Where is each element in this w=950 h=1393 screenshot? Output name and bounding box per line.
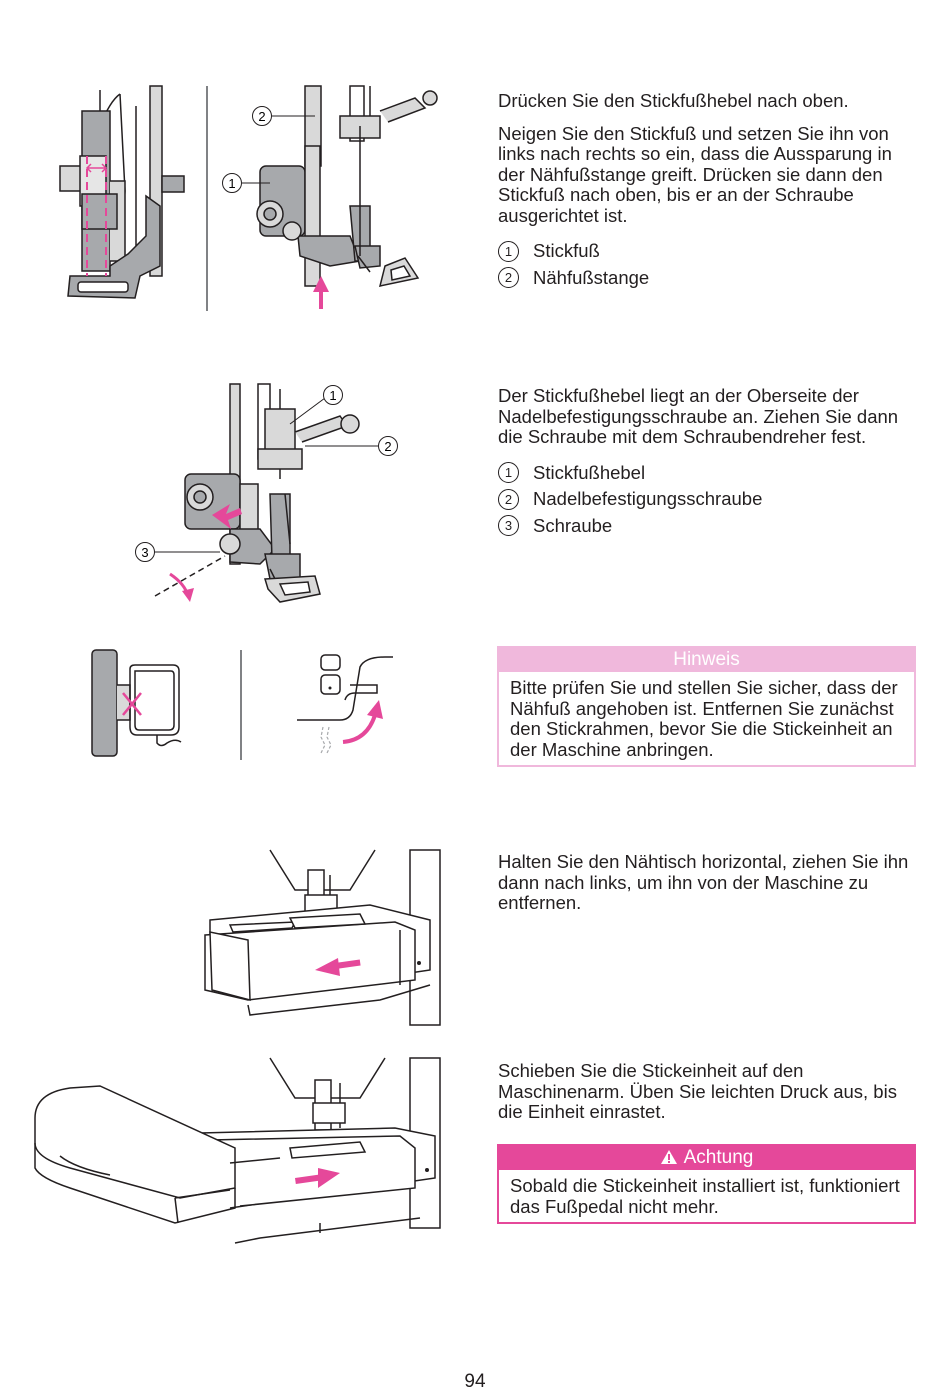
legend-number: 1 bbox=[498, 240, 519, 262]
legend-number: 1 bbox=[498, 462, 519, 484]
figure-attach-embroidery-unit bbox=[34, 1057, 441, 1244]
section-1-legend: 1 Stickfuß 2 Nähfußstange bbox=[498, 238, 918, 291]
callout-2 bbox=[378, 436, 398, 456]
legend-number: 3 bbox=[498, 515, 519, 537]
callout-1-label: 1 bbox=[228, 176, 235, 191]
callout-3-label: 3 bbox=[141, 545, 148, 560]
legend-label: Nadelbefestigungsschraube bbox=[533, 488, 763, 509]
legend-number: 2 bbox=[498, 488, 519, 510]
section-4-paragraph-1: Schieben Sie die Stickeinheit auf den Ma… bbox=[498, 1060, 897, 1122]
legend-label: Stickfußhebel bbox=[533, 461, 646, 483]
note-box: Hinweis Bitte prüfen Sie und stellen Sie… bbox=[497, 646, 916, 767]
legend-number: 2 bbox=[498, 267, 519, 289]
figure-hoop-removed bbox=[91, 649, 393, 760]
section-4-text: Schieben Sie die Stickeinheit auf den Ma… bbox=[498, 1060, 918, 1135]
page-number: 94 bbox=[464, 1371, 486, 1392]
legend-item: 3 Schraube bbox=[498, 513, 923, 540]
note-text: Bitte prüfen Sie und stellen Sie sicher,… bbox=[510, 677, 898, 760]
caution-header: Achtung bbox=[499, 1146, 914, 1170]
legend-label: Nähfußstange bbox=[533, 266, 650, 288]
caution-text: Sobald die Stickeinheit installiert ist,… bbox=[510, 1175, 900, 1217]
callout-2-label: 2 bbox=[384, 439, 391, 454]
legend-item: 1 Stickfuß bbox=[498, 238, 918, 265]
legend-label: Schraube bbox=[533, 514, 613, 536]
section-2-paragraph-1: Der Stickfußhebel liegt an der Oberseite… bbox=[498, 385, 899, 447]
section-1-paragraph-1: Drücken Sie den Stickfußhebel nach oben. bbox=[498, 90, 849, 111]
caution-box: Achtung Sobald die Stickeinheit installi… bbox=[497, 1144, 916, 1224]
caution-title: Achtung bbox=[683, 1147, 754, 1168]
legend-item: 1 Stickfußhebel bbox=[498, 460, 923, 487]
figure-presser-foot-detail bbox=[59, 85, 208, 311]
legend-label: Stickfuß bbox=[533, 240, 600, 261]
callout-2-label: 2 bbox=[258, 109, 265, 124]
callout-1 bbox=[323, 385, 343, 405]
callout-1-label: 1 bbox=[329, 388, 336, 403]
warning-triangle-icon bbox=[660, 1150, 677, 1164]
callout-2 bbox=[252, 106, 272, 126]
section-3-paragraph-1: Halten Sie den Nähtisch horizontal, zieh… bbox=[498, 851, 909, 913]
figure-tighten-screw: 1 2 3 bbox=[135, 383, 398, 603]
section-3-text: Halten Sie den Nähtisch horizontal, zieh… bbox=[498, 851, 918, 926]
legend-item: 2 Nähfußstange bbox=[498, 265, 918, 292]
section-1-text: Drücken Sie den Stickfußhebel nach oben.… bbox=[498, 90, 918, 291]
section-2-text: Der Stickfußhebel liegt an der Oberseite… bbox=[498, 385, 923, 540]
figure-remove-flatbed bbox=[204, 849, 441, 1026]
note-title: Hinweis bbox=[499, 648, 914, 672]
section-1-paragraph-2: Neigen Sie den Stickfuß und setzen Sie i… bbox=[498, 122, 892, 226]
callout-3 bbox=[135, 542, 155, 562]
callout-1 bbox=[222, 173, 242, 193]
figure-attach-embroidery-foot: 2 1 bbox=[222, 85, 438, 309]
section-2-legend: 1 Stickfußhebel 2 Nadelbefestigungsschra… bbox=[498, 460, 923, 540]
legend-item: 2 Nadelbefestigungsschraube bbox=[498, 486, 923, 513]
